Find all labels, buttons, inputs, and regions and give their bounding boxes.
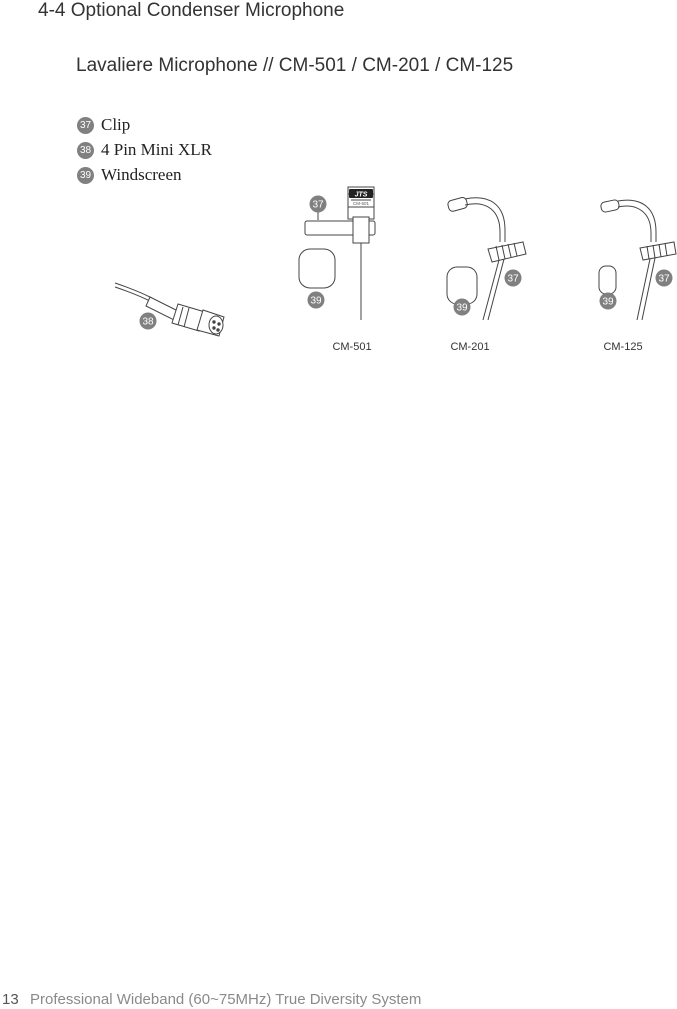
section-title: 4-4 Optional Condenser Microphone <box>38 0 345 21</box>
callout-39-text: 39 <box>602 297 614 308</box>
callout-38-text: 38 <box>142 317 154 328</box>
cm-125-drawing <box>598 199 677 321</box>
callout-39-cm501: 39 <box>307 291 325 309</box>
legend-label: Clip <box>101 115 131 134</box>
jts-logo: JTS <box>349 189 373 199</box>
callout-39-cm125: 39 <box>599 292 617 310</box>
callout-37-text: 37 <box>507 274 519 285</box>
callout-37-cm125: 37 <box>655 269 673 287</box>
legend-label: Windscreen <box>101 165 182 184</box>
callout-39-text: 39 <box>456 303 468 314</box>
cm-201-drawing <box>446 196 527 321</box>
mic-model-mark: CM-501 <box>353 201 370 206</box>
subtitle: Lavaliere Microphone // CM-501 / CM-201 … <box>76 55 514 76</box>
caption-cm501: CM-501 <box>332 341 371 353</box>
caption-cm125: CM-125 <box>603 341 642 353</box>
microphone-illustration: 38 JTS CM-501 37 39 <box>114 186 677 353</box>
caption-cm201: CM-201 <box>450 341 489 353</box>
page-number: 13 <box>2 991 19 1008</box>
callout-37-cm201: 37 <box>504 269 522 287</box>
jts-logo-text: JTS <box>355 192 368 199</box>
legend-item-clip: 37 Clip <box>77 115 130 135</box>
callout-badge: 39 <box>77 166 94 184</box>
callout-37-text: 37 <box>312 200 324 211</box>
footer-text: Professional Wideband (60~75MHz) True Di… <box>30 991 422 1008</box>
callout-badge: 38 <box>77 141 94 159</box>
callout-39-cm201: 39 <box>453 298 471 316</box>
callout-37-cm501: 37 <box>309 195 327 213</box>
callout-37-text: 37 <box>658 274 670 285</box>
mini-xlr-connector-drawing <box>114 282 225 337</box>
legend-item-windscreen: 39 Windscreen <box>77 165 182 185</box>
legend-label: 4 Pin Mini XLR <box>101 140 212 159</box>
callout-39-text: 39 <box>310 296 322 307</box>
callout-badge: 37 <box>77 116 94 134</box>
callout-38: 38 <box>139 312 157 330</box>
legend-item-mini-xlr: 38 4 Pin Mini XLR <box>77 140 212 160</box>
